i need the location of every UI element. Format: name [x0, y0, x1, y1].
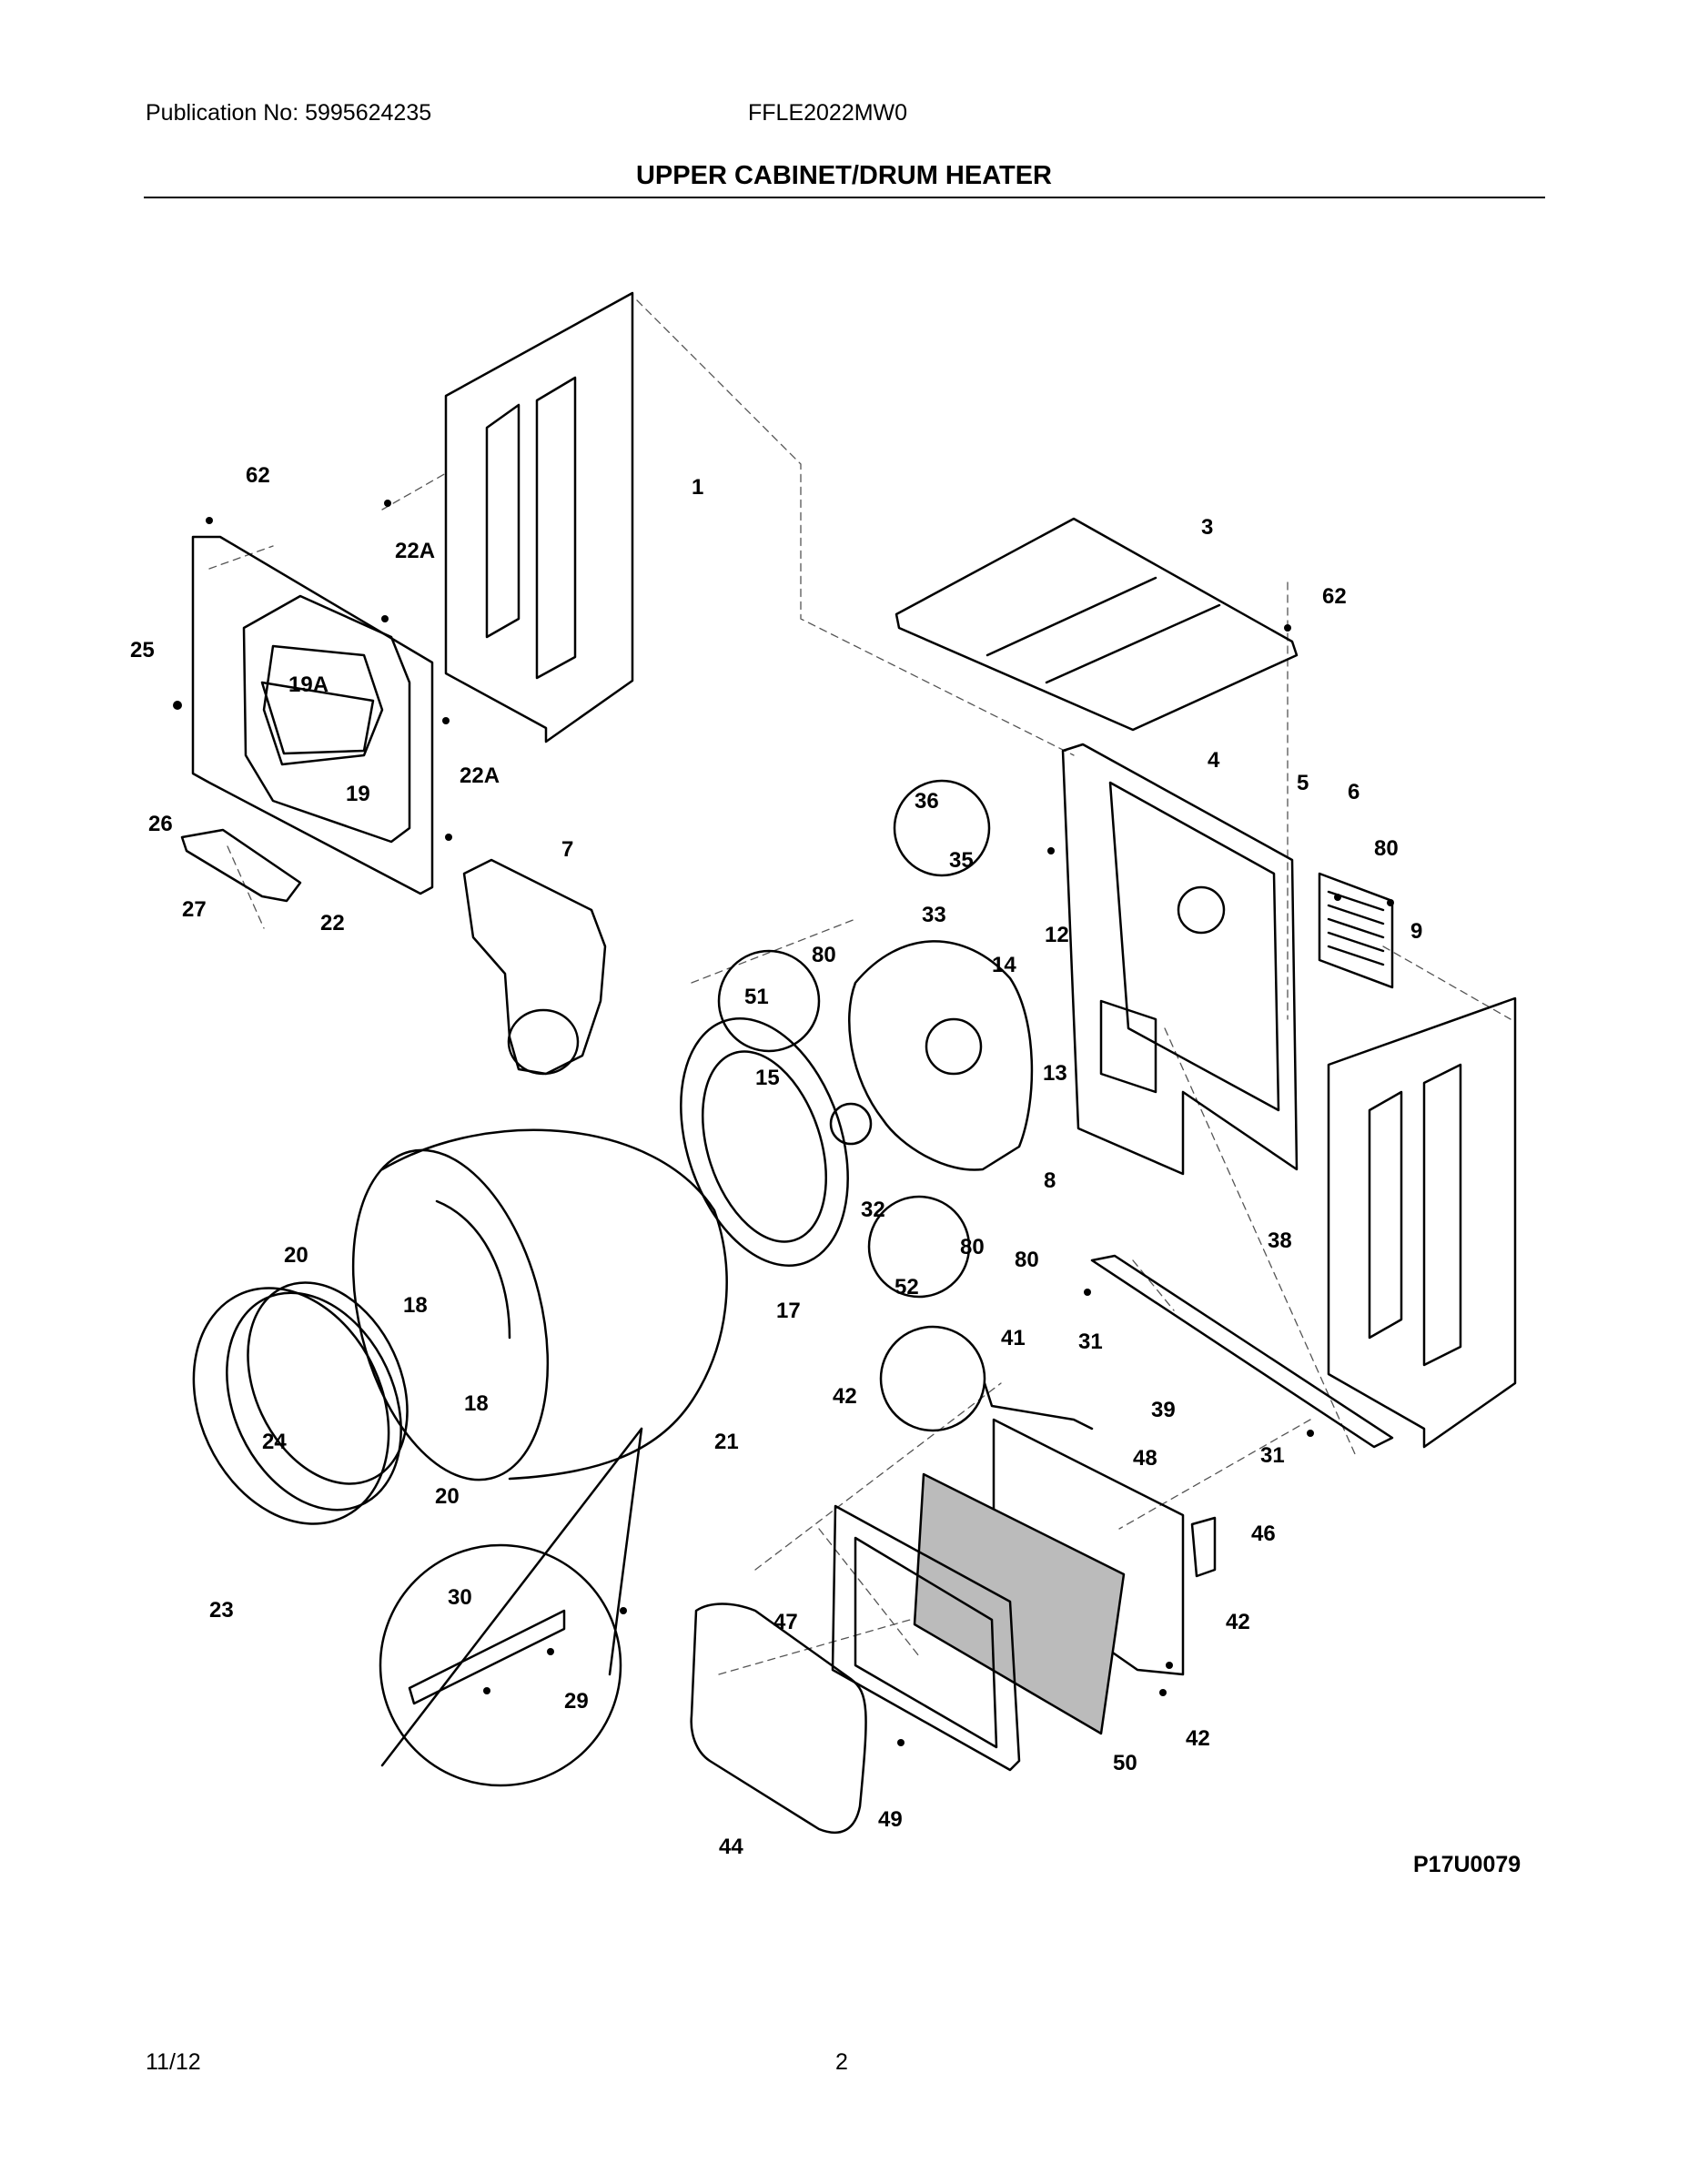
label-3: 3 [1201, 515, 1213, 540]
page-number: 2 [835, 2049, 848, 2075]
label-31b: 31 [1260, 1443, 1285, 1468]
label-80d: 80 [1015, 1248, 1039, 1272]
detail-callout-36-35 [893, 779, 991, 877]
label-5: 5 [1297, 771, 1309, 795]
label-41: 41 [1001, 1326, 1026, 1350]
detail-callout-51 [717, 949, 821, 1053]
label-49: 49 [878, 1807, 903, 1832]
label-30: 30 [448, 1585, 472, 1610]
label-23: 23 [209, 1598, 234, 1623]
label-52: 52 [895, 1275, 919, 1299]
label-33: 33 [922, 903, 946, 927]
label-25: 25 [130, 638, 155, 662]
part-38-side-panel-right [1327, 996, 1517, 1449]
label-22: 22 [320, 911, 345, 935]
part-23-24-drum-rings [192, 1281, 409, 1525]
label-26: 26 [148, 812, 173, 836]
label-80c: 80 [960, 1235, 985, 1259]
part-17-drum-ring [680, 1017, 849, 1267]
part-21-drum [351, 1128, 728, 1481]
label-51: 51 [744, 985, 769, 1009]
part-4-rear-panel [1061, 743, 1299, 1176]
label-6: 6 [1348, 780, 1359, 804]
label-4: 4 [1208, 748, 1220, 773]
label-29: 29 [564, 1689, 589, 1714]
part-44-gasket [690, 1603, 867, 1835]
label-18a: 18 [403, 1293, 428, 1318]
label-31a: 31 [1078, 1330, 1103, 1354]
title-rule [144, 197, 1545, 198]
part-7-duct [462, 858, 607, 1076]
model-number: FFLE2022MW0 [748, 100, 908, 126]
label-24: 24 [262, 1430, 287, 1454]
label-50: 50 [1113, 1751, 1137, 1775]
detail-callout-52 [867, 1195, 971, 1299]
footer-date: 11/12 [146, 2049, 201, 2075]
label-62a: 62 [246, 463, 270, 488]
part-3-top [895, 517, 1299, 732]
label-44: 44 [719, 1835, 743, 1859]
part-1-side-panel-left [444, 291, 634, 743]
label-20a: 20 [284, 1243, 308, 1268]
label-17: 17 [776, 1299, 801, 1323]
page-title: UPPER CABINET/DRUM HEATER [635, 161, 1053, 190]
label-42a: 42 [833, 1384, 857, 1409]
part-19-door-seal [260, 681, 375, 755]
label-48: 48 [1133, 1446, 1157, 1471]
label-14: 14 [992, 953, 1016, 977]
part-27-bracket [180, 828, 302, 903]
label-8: 8 [1044, 1168, 1056, 1193]
label-22a-bottom: 22A [460, 763, 500, 788]
label-80a: 80 [812, 943, 836, 967]
part-39-rail [1090, 1254, 1394, 1449]
label-47: 47 [773, 1610, 798, 1634]
fastener-dots [173, 500, 1394, 1746]
label-42b: 42 [1226, 1610, 1250, 1634]
publication-number: Publication No: 5995624235 [146, 100, 432, 126]
part-47-duct-housing [831, 1504, 1021, 1772]
part-50-filter [913, 1472, 1126, 1735]
label-20b: 20 [435, 1484, 460, 1509]
label-15: 15 [755, 1066, 780, 1090]
label-46: 46 [1251, 1522, 1276, 1546]
label-12: 12 [1045, 923, 1069, 947]
label-9: 9 [1410, 919, 1422, 944]
label-35: 35 [949, 848, 974, 873]
label-42c: 42 [1186, 1726, 1210, 1751]
label-19a: 19A [288, 672, 329, 697]
label-22a-top: 22A [395, 539, 435, 563]
label-32: 32 [861, 1198, 885, 1222]
label-18b: 18 [464, 1391, 489, 1416]
label-21: 21 [714, 1430, 739, 1454]
part-9-vent-grill [1318, 872, 1394, 989]
label-27: 27 [182, 897, 207, 922]
detail-callout-41-42 [879, 1325, 986, 1432]
label-38: 38 [1268, 1228, 1292, 1253]
figure-code: P17U0079 [1413, 1852, 1521, 1877]
label-39: 39 [1151, 1398, 1176, 1422]
part-46-clip [1190, 1516, 1217, 1578]
part-22-front-panel [191, 535, 434, 895]
label-13: 13 [1043, 1061, 1067, 1086]
label-62b: 62 [1322, 584, 1347, 609]
assembly-guide-lines [208, 299, 1511, 1675]
detail-callout-30-29 [379, 1427, 643, 1787]
part-15-bulkhead [848, 940, 1034, 1171]
label-19: 19 [346, 782, 370, 806]
label-7: 7 [561, 837, 573, 862]
label-1: 1 [692, 475, 703, 500]
label-36: 36 [915, 789, 939, 814]
label-80b: 80 [1374, 836, 1399, 861]
part-32-bearing [829, 1102, 873, 1146]
